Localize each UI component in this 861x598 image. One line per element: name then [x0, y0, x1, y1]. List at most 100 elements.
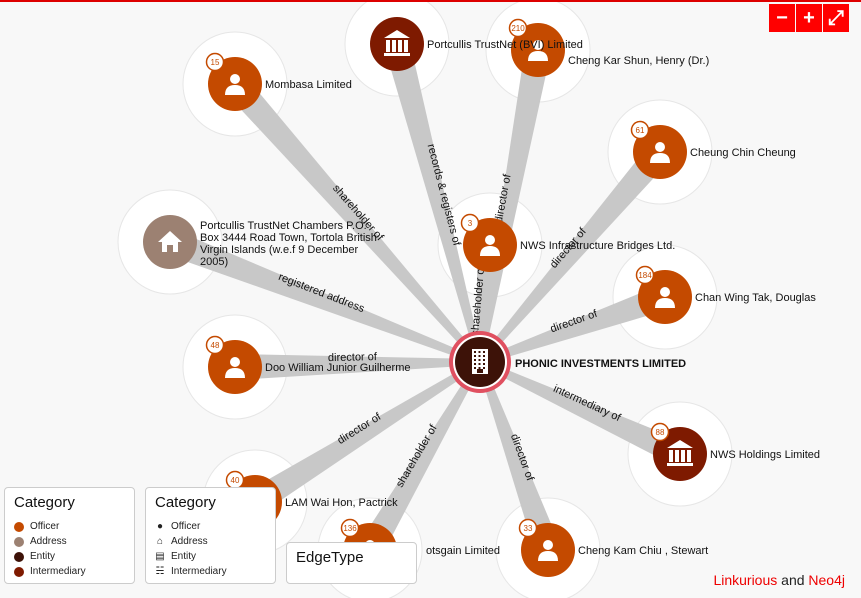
legend-item-intermediary: Intermediary: [14, 564, 125, 579]
badge: [518, 518, 538, 538]
badge: [635, 265, 655, 285]
node-ckc[interactable]: 33: [518, 518, 576, 578]
edge-addr[interactable]: [165, 229, 482, 365]
user-icon-body: [650, 153, 670, 163]
home-icon: ⌂: [156, 536, 164, 547]
building-window: [474, 351, 476, 353]
linkurious-link[interactable]: Linkurious: [713, 572, 778, 588]
edge-gain[interactable]: [358, 360, 483, 557]
building-window: [478, 367, 481, 369]
edge-ptbvi[interactable]: [384, 40, 483, 363]
badge: [205, 335, 225, 355]
node-label: Portcullis TrustNet (BVI) Limited: [427, 39, 583, 51]
legend-item-officer: Officer: [14, 519, 125, 534]
user-icon-body: [655, 298, 675, 308]
legend-item-intermediary: ☵Intermediary: [155, 564, 266, 579]
neo4j-link[interactable]: Neo4j: [808, 572, 845, 588]
node-label: NWS Holdings Limited: [710, 449, 820, 461]
edge-nwsh[interactable]: [478, 359, 686, 466]
edge-ckc[interactable]: [477, 360, 561, 555]
node-label: Chan Wing Tak, Douglas: [695, 292, 816, 304]
badge: [460, 213, 480, 233]
building-window: [474, 363, 476, 365]
user-icon-body: [528, 51, 548, 61]
badge-count: 3: [468, 219, 473, 228]
home-icon: [158, 231, 182, 252]
user-icon: [485, 235, 495, 245]
node-chan[interactable]: 184: [635, 265, 693, 325]
edge-doo[interactable]: [234, 354, 481, 380]
badge-count: 40: [231, 476, 240, 485]
edge-cheung[interactable]: [477, 143, 670, 364]
building-window: [474, 367, 476, 369]
legend-item-entity: Entity: [14, 549, 125, 564]
badge-count: 15: [211, 58, 220, 67]
user-icon-body: [480, 246, 500, 256]
badge-count: 88: [656, 428, 665, 437]
user-icon: [655, 142, 665, 152]
node-label: otsgain Limited: [426, 545, 500, 557]
user-icon-body: [225, 85, 245, 95]
building-window: [478, 351, 481, 353]
node-ptbvi[interactable]: [370, 17, 424, 71]
badge-count: 184: [638, 271, 652, 280]
node-center[interactable]: [449, 331, 511, 393]
legend-label: Entity: [30, 551, 56, 562]
building-window: [478, 359, 481, 361]
node-mombasa[interactable]: 15: [205, 52, 263, 112]
node-nwsib[interactable]: 3: [460, 213, 518, 273]
node-circle[interactable]: [370, 17, 424, 71]
building-window: [474, 355, 476, 357]
building-window: [483, 355, 485, 357]
node-label: Cheng Kam Chiu , Stewart: [578, 545, 708, 557]
node-circle[interactable]: [653, 427, 707, 481]
center-node-label: PHONIC INVESTMENTS LIMITED: [515, 358, 686, 370]
credit-and: and: [781, 572, 805, 588]
user-icon: [533, 40, 543, 50]
node-label: Cheung Chin Cheung: [690, 147, 796, 159]
legend-label: Officer: [171, 521, 201, 532]
edge-mombasa[interactable]: [225, 75, 483, 364]
node-addr[interactable]: [143, 215, 197, 269]
badge-count: 136: [343, 524, 357, 533]
address-color-dot: [14, 536, 24, 547]
node-doo[interactable]: 48: [205, 335, 263, 395]
legend-label: Entity: [171, 551, 197, 562]
node-label: NWS Infrastructure Bridges Ltd.: [520, 240, 675, 252]
zoom-controls: − + ⤢: [769, 4, 849, 32]
legend-title: Category: [14, 494, 75, 511]
edge-lam[interactable]: [248, 359, 482, 514]
fullscreen-button[interactable]: ⤢: [823, 4, 849, 32]
legend-label: Officer: [30, 521, 60, 532]
user-icon: [543, 540, 553, 550]
user-icon: ●: [156, 521, 164, 532]
building-window: [478, 355, 481, 357]
user-icon-body: [225, 368, 245, 378]
legend-item-address: ⌂Address: [155, 534, 266, 549]
edge-label: director of: [328, 351, 378, 364]
zoom-in-button[interactable]: +: [796, 4, 822, 32]
building-window: [483, 351, 485, 353]
legend-title: EdgeType: [296, 549, 364, 566]
building-window: [478, 363, 481, 365]
node-nwsh[interactable]: 88: [650, 422, 708, 482]
bank-icon: ☵: [155, 566, 165, 577]
badge: [650, 422, 670, 442]
user-icon: [660, 287, 670, 297]
building-window: [483, 367, 485, 369]
badge-count: 33: [524, 524, 533, 533]
edge-chan[interactable]: [479, 284, 670, 365]
legend-item-officer: ● Officer: [155, 519, 266, 534]
node-cheung[interactable]: 61: [630, 120, 688, 180]
entity-color-dot: [14, 551, 24, 562]
badge: [630, 120, 650, 140]
legend-label: Intermediary: [30, 566, 86, 577]
legend-item-entity: ▤Entity: [155, 549, 266, 564]
node-cheng[interactable]: 210: [508, 18, 566, 78]
badge-count: 61: [636, 126, 645, 135]
user-icon: [230, 357, 240, 367]
legend-label: Address: [30, 536, 67, 547]
badge-count: 210: [511, 24, 525, 33]
zoom-out-button[interactable]: −: [769, 4, 795, 32]
node-label: Portcullis TrustNet Chambers P.O.Box 344…: [200, 220, 377, 268]
